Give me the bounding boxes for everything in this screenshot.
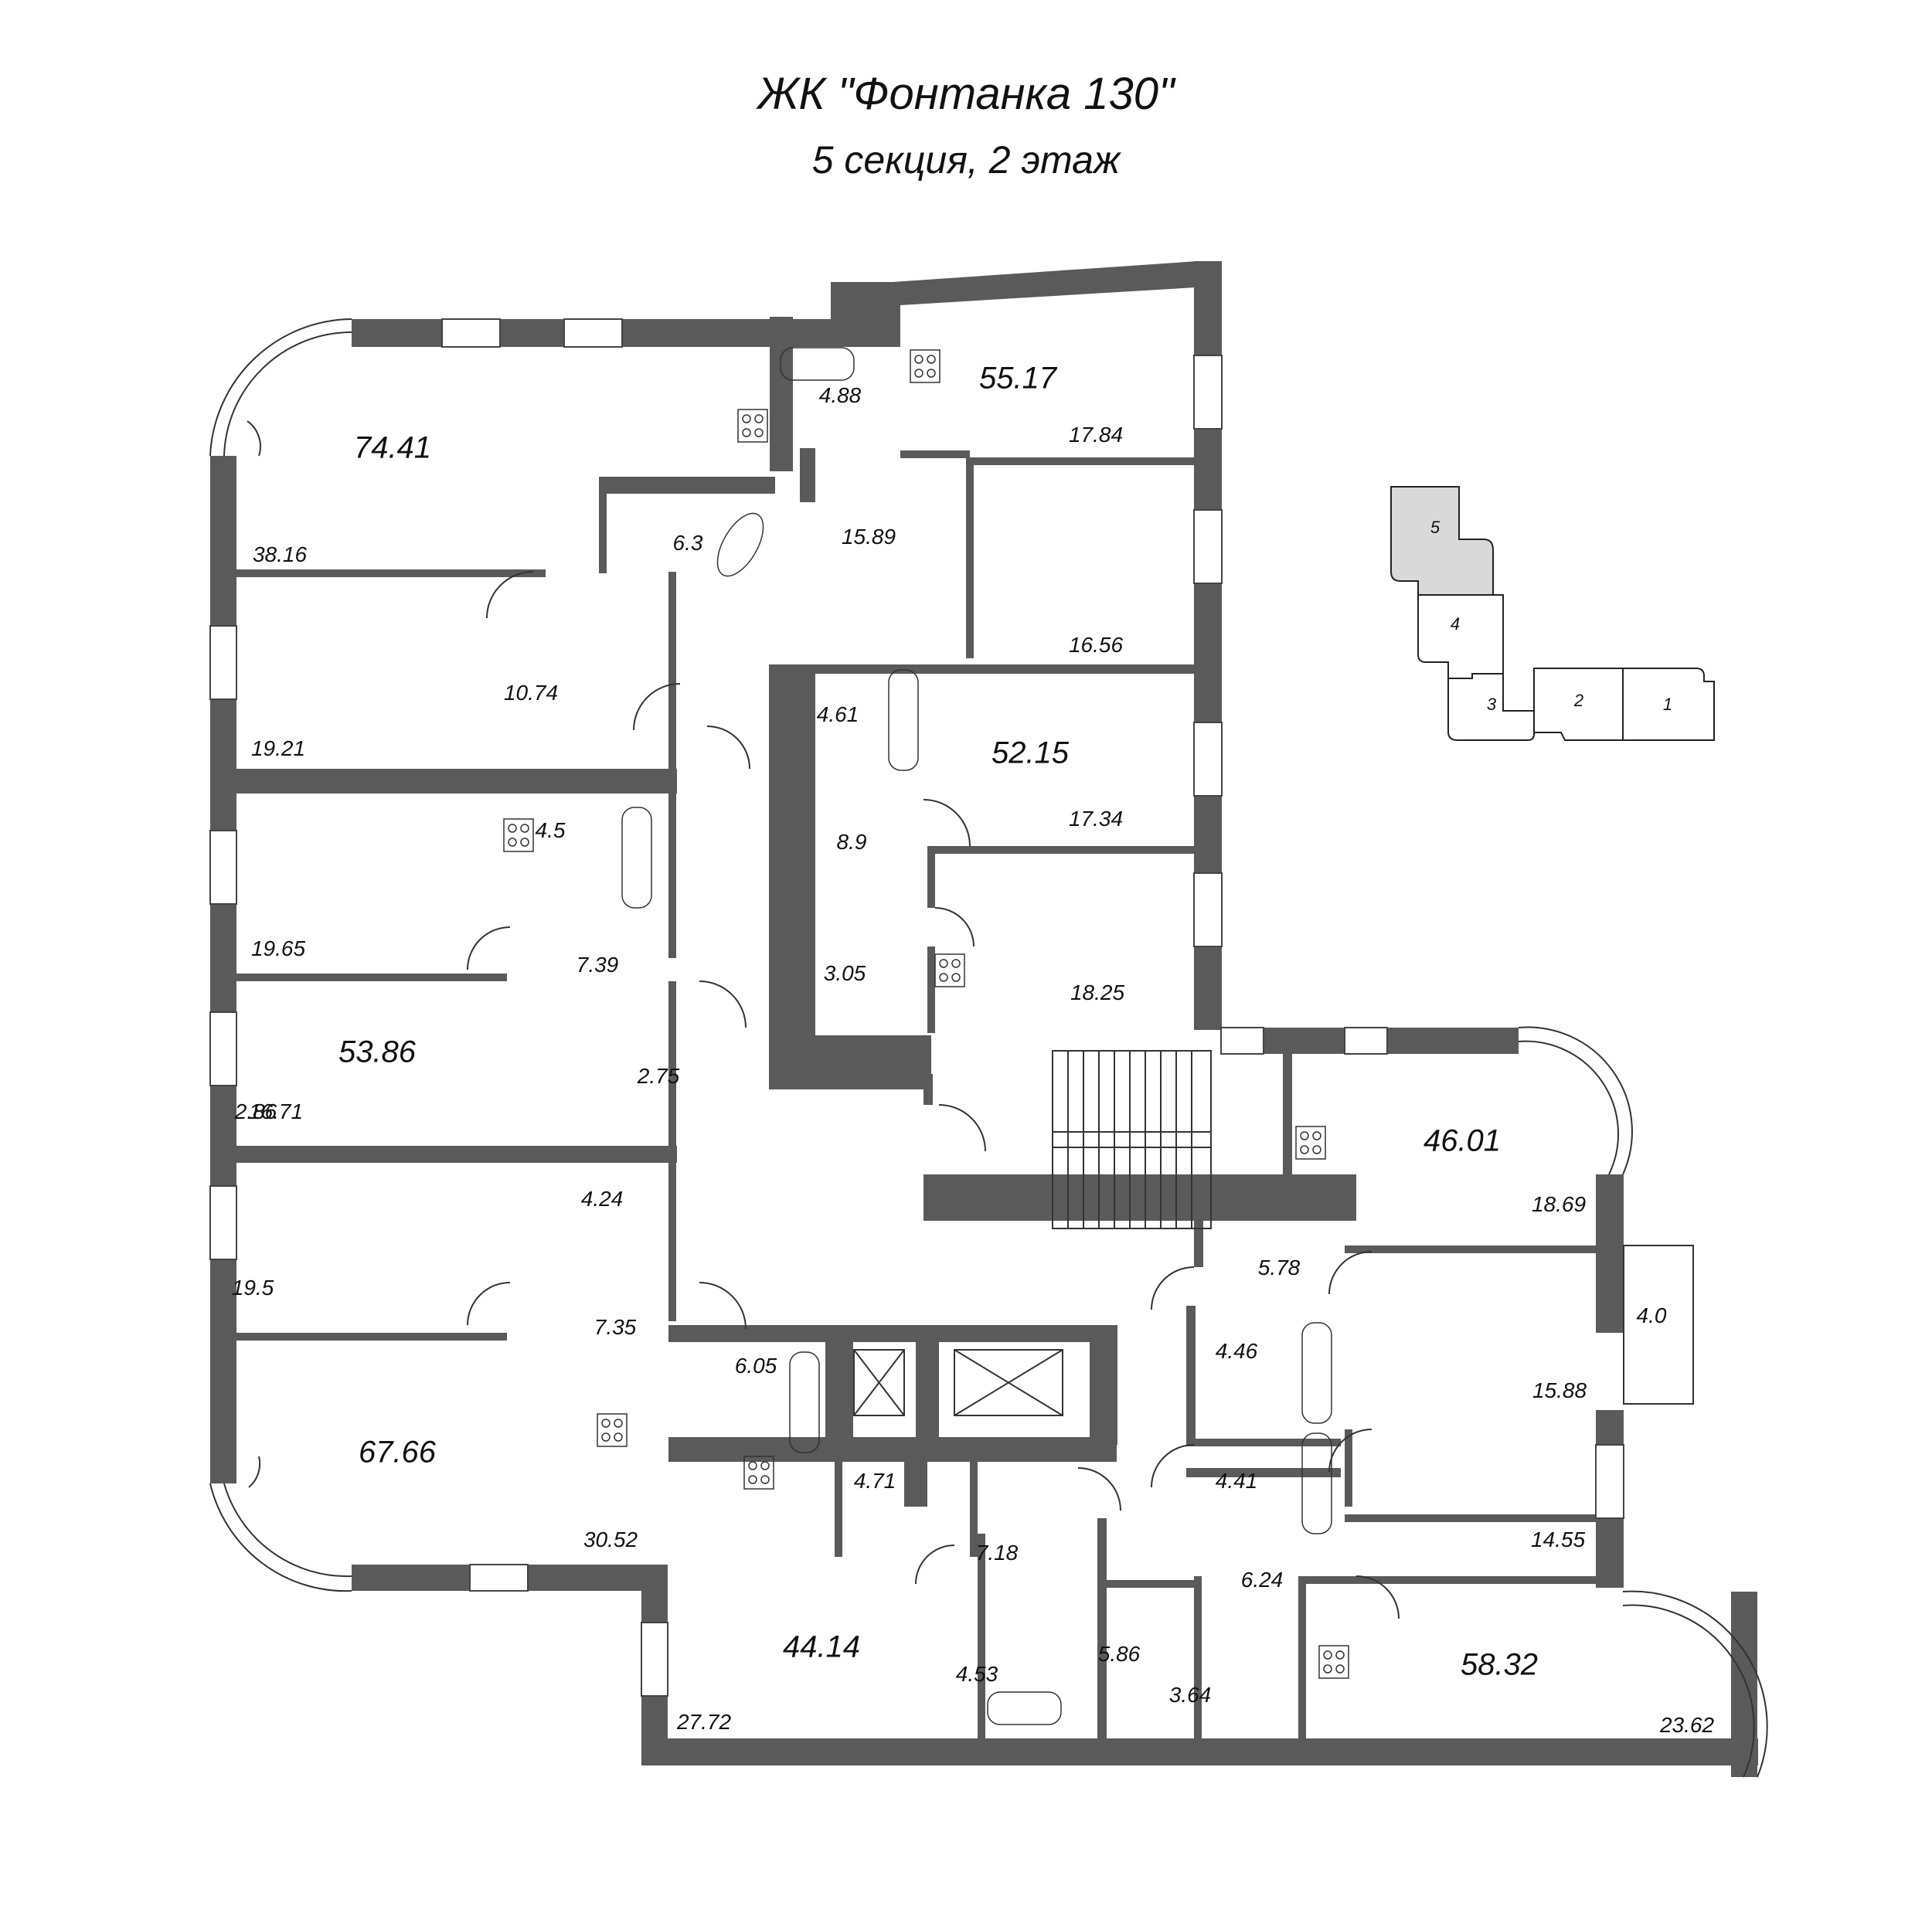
room-area: 7.18 <box>975 1541 1019 1565</box>
room-area: 5.78 <box>1257 1256 1301 1279</box>
apartment-total-area[interactable]: 67.66 <box>358 1435 437 1470</box>
room-area: 30.52 <box>583 1528 638 1551</box>
key-plan-section-2: 2 <box>1573 691 1584 710</box>
complex-title: ЖК "Фонтанка 130" <box>757 69 1175 119</box>
room-area: 4.88 <box>818 383 862 407</box>
key-plan-section-4: 4 <box>1450 614 1461 634</box>
room-area: 38.16 <box>252 542 308 566</box>
key-plan-section-1: 1 <box>1662 695 1673 714</box>
room-area: 4.41 <box>1215 1469 1258 1493</box>
room-area: 15.88 <box>1532 1378 1587 1402</box>
section-floor-subtitle: 5 секция, 2 этаж <box>811 138 1121 182</box>
elevator-shaft-icons <box>853 1349 1063 1416</box>
apartment-total-area[interactable]: 46.01 <box>1423 1123 1502 1158</box>
room-area: 7.39 <box>576 953 619 977</box>
room-area: 6.24 <box>1240 1568 1284 1592</box>
room-area: 2.86 <box>234 1099 277 1123</box>
apartment-total-area[interactable]: 44.14 <box>782 1629 861 1664</box>
balcony <box>1623 1245 1694 1405</box>
apartment-total-area[interactable]: 52.15 <box>991 736 1070 770</box>
room-area: 19.21 <box>250 736 306 760</box>
bathtub-icons <box>621 347 1332 1725</box>
room-area: 4.46 <box>1215 1339 1258 1363</box>
room-area: 18.69 <box>1531 1192 1587 1216</box>
room-area: 19.5 <box>231 1276 274 1300</box>
room-area: 4.5 <box>535 818 566 842</box>
room-area: 16.71 <box>248 1099 304 1123</box>
bay-windows <box>209 318 1768 1778</box>
stairs-icon <box>1052 1050 1212 1229</box>
room-area: 17.34 <box>1068 807 1124 831</box>
room-area: 15.89 <box>841 525 896 549</box>
room-area: 4.24 <box>580 1187 624 1211</box>
room-area: 18.25 <box>1070 980 1125 1004</box>
room-area: 6.05 <box>734 1354 777 1378</box>
room-area: 3.64 <box>1168 1683 1212 1707</box>
room-area: 5.86 <box>1097 1642 1141 1666</box>
apartment-total-area[interactable]: 53.86 <box>338 1035 417 1069</box>
room-area: 8.9 <box>836 830 867 854</box>
stove-icons <box>503 349 1349 1679</box>
room-area: 17.84 <box>1068 423 1124 447</box>
windows <box>209 318 1624 1697</box>
apartment-total-area[interactable]: 74.41 <box>353 430 432 465</box>
room-area: 2.75 <box>637 1064 680 1088</box>
room-area: 3.05 <box>823 961 866 985</box>
room-area: 4.0 <box>1636 1303 1667 1327</box>
room-area: 4.53 <box>955 1662 998 1686</box>
room-area: 16.56 <box>1068 633 1124 657</box>
apartment-total-area[interactable]: 55.17 <box>978 361 1057 396</box>
room-area: 7.35 <box>594 1315 637 1339</box>
door-swings <box>247 420 1400 1619</box>
room-area: 19.65 <box>250 936 306 960</box>
room-area: 4.61 <box>816 702 859 726</box>
room-area: 10.74 <box>503 681 559 705</box>
room-area: 6.3 <box>672 531 703 555</box>
apartment-total-area[interactable]: 58.32 <box>1460 1647 1539 1682</box>
key-plan-section-5: 5 <box>1430 518 1440 537</box>
room-area: 23.62 <box>1659 1713 1715 1737</box>
room-area: 27.72 <box>676 1710 732 1734</box>
key-plan <box>1390 486 1715 741</box>
room-area: 14.55 <box>1530 1528 1586 1551</box>
key-plan-section-3: 3 <box>1486 695 1497 714</box>
room-area: 4.71 <box>853 1469 896 1493</box>
